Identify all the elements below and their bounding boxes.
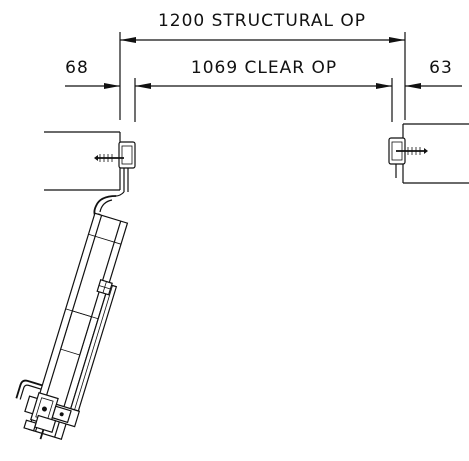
right-offset-label: 63 — [429, 58, 453, 78]
right-offset-dimension: 63 — [405, 58, 462, 89]
hinge-side-frame — [115, 141, 136, 197]
right-wall — [402, 123, 469, 184]
clear-opening-label: 1069 CLEAR OP — [191, 58, 337, 78]
left-fixing-screw — [94, 154, 124, 162]
right-fixing-screw — [396, 147, 428, 155]
left-offset-dimension: 68 — [65, 58, 120, 89]
structural-opening-dimension: 1200 STRUCTURAL OP — [119, 11, 406, 120]
structural-opening-label: 1200 STRUCTURAL OP — [158, 11, 366, 31]
left-wall — [44, 131, 121, 191]
left-offset-label: 68 — [65, 58, 89, 78]
door-handle — [15, 379, 81, 440]
clear-opening-dimension: 1069 CLEAR OP — [134, 58, 393, 122]
